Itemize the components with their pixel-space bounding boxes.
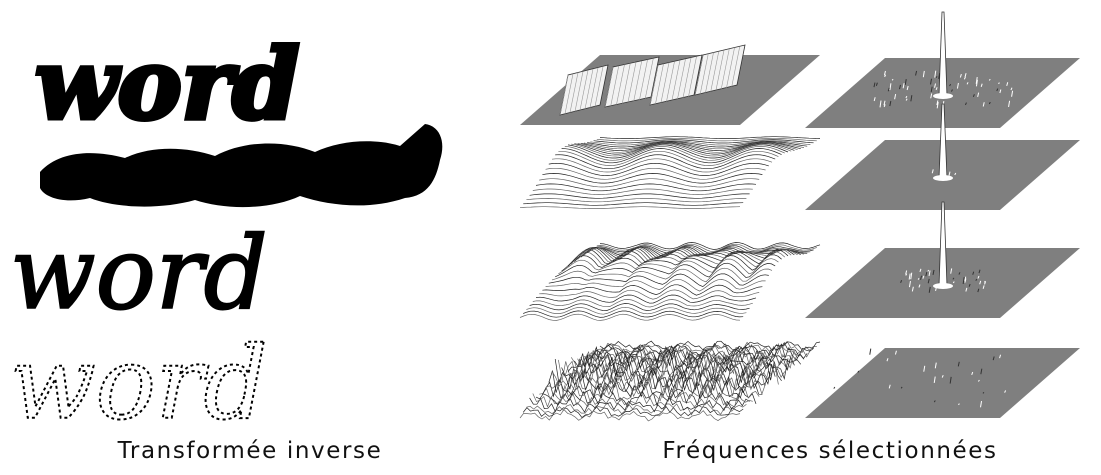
inverse-transform-column: word word word (10, 28, 442, 442)
spectrum-row-3 (805, 202, 1080, 318)
spectrum-noise (1042, 385, 1043, 387)
surface-3d-row-1 (520, 45, 820, 125)
spectrum-row-4 (805, 348, 1080, 418)
word-image-row-4: word (10, 325, 268, 442)
surface-mesh-line (520, 314, 740, 320)
spectrum-spike (939, 12, 947, 96)
surface-mesh-line (526, 307, 746, 314)
surface-3d-row-4 (520, 341, 820, 421)
spectrum-spike (939, 202, 947, 286)
spectrum-base (933, 283, 953, 289)
surface-mesh-line (600, 137, 820, 139)
surface-mesh-line (520, 207, 740, 209)
surface-mesh-line (558, 151, 778, 165)
spectrum-noise (834, 387, 835, 389)
surface-mesh-line (526, 198, 746, 201)
spectrum-noise (870, 349, 871, 355)
spectrum-noise (852, 368, 853, 372)
word-image-row-1: word (35, 28, 299, 141)
word-image-row-3: word (10, 215, 268, 332)
surface-mesh-line (539, 179, 759, 187)
spectrum-noise (845, 365, 846, 369)
spectrum-base (933, 175, 953, 181)
caption-inverse-transform: Transformée inverse (100, 438, 400, 464)
caption-selected-frequencies: Fréquences sélectionnées (640, 438, 1020, 464)
surface-mesh-line (536, 184, 756, 191)
spectrum-noise (865, 360, 866, 363)
surface-mesh-line (523, 203, 743, 206)
spectrum-noise (892, 79, 893, 80)
spectrum-noise (853, 372, 854, 373)
spectrum-base (933, 93, 953, 99)
surface-3d-column (520, 45, 820, 421)
surface-mesh-line (530, 194, 750, 199)
spectrum-column (805, 12, 1080, 418)
surface-mesh-line (542, 285, 762, 295)
spectrum-plane (805, 348, 1080, 418)
spectrum-noise (1052, 396, 1053, 402)
surface-3d-row-2 (520, 137, 820, 209)
spectrum-noise (833, 378, 834, 382)
surface-mesh-line (530, 304, 750, 311)
surface-3d-row-3 (520, 243, 820, 321)
